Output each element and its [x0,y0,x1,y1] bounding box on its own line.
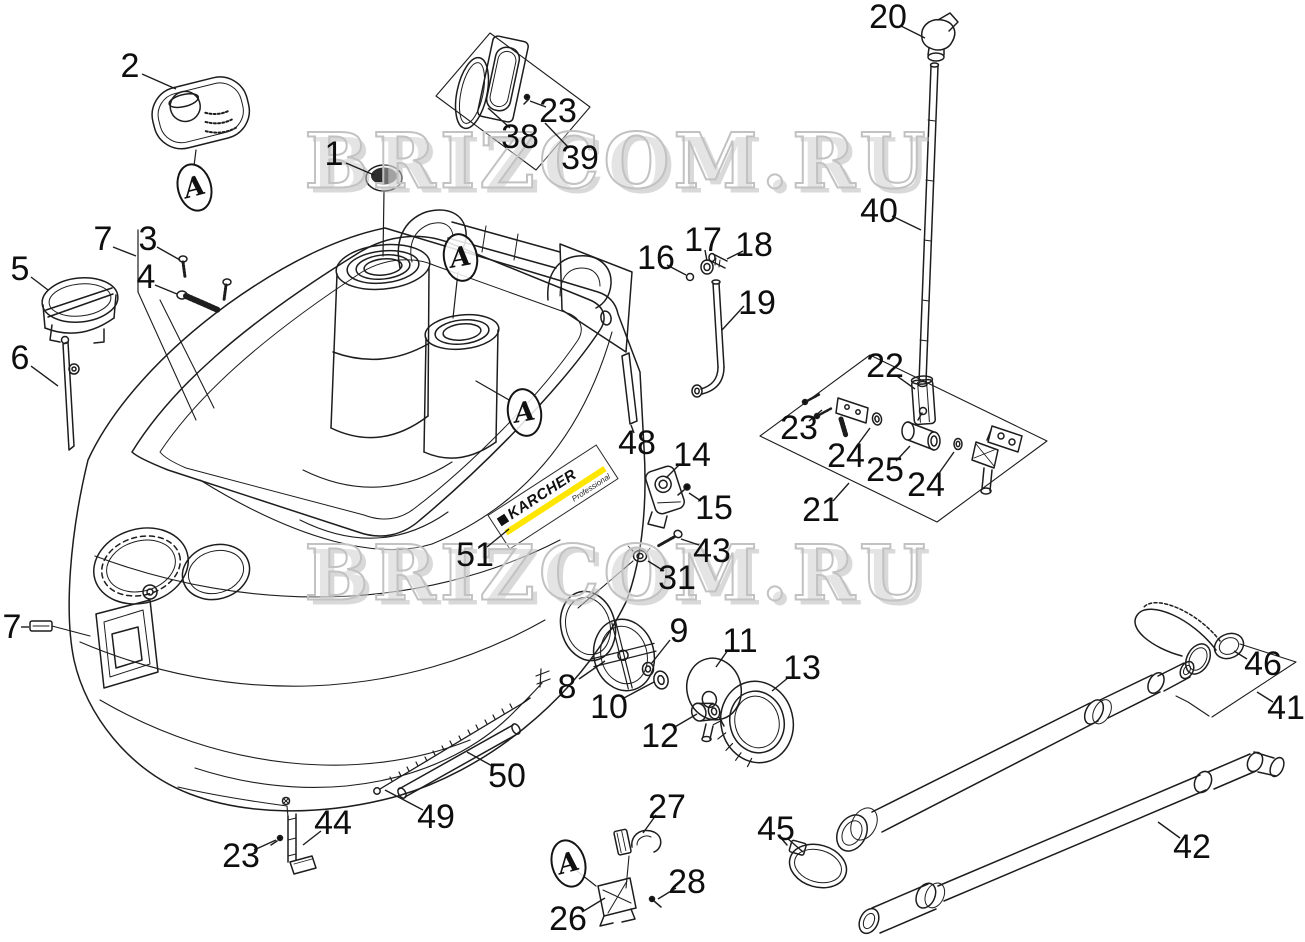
part-label-15: 15 [695,489,733,527]
leader-line-7 [112,246,137,257]
leader-line-6 [30,365,59,387]
leader-line-21 [832,482,850,502]
part-label-10: 10 [590,688,628,726]
leader-line-8 [578,660,606,680]
part-label-3: 3 [138,220,158,258]
part-label-51: 51 [456,536,494,574]
leader-line-31 [647,560,665,572]
watermark: BRIZCOM.RU [303,528,930,619]
part-label-2: 2 [120,47,140,85]
part-label-9: 9 [669,612,689,650]
leader-line-49 [384,789,424,811]
leader-line-20 [900,25,926,39]
leader-line-14 [665,463,681,479]
part-label-27: 27 [648,788,686,826]
part-label-7: 7 [93,220,113,258]
leader-line-18 [726,250,744,260]
leader-line-24 [936,451,955,477]
part-label-14: 14 [673,436,711,474]
leader-line-12 [672,713,698,729]
leader-line-46 [1233,650,1248,660]
leader-line-26 [581,897,606,913]
leader-line-5 [30,276,49,291]
leader-line-41 [1256,691,1274,703]
leader-line-15 [688,492,702,502]
leader-line-44 [302,830,322,846]
leader-line-27 [642,814,657,834]
leader-line-23 [808,409,823,422]
leader-line-2 [141,73,177,90]
leader-line-40 [891,215,922,231]
part-label-28: 28 [668,863,706,901]
part-label-44: 44 [314,804,352,842]
leader-line-28 [657,887,677,900]
part-label-43: 43 [693,532,731,570]
leader-line-22 [896,375,916,390]
part-label-46: 46 [1244,645,1282,683]
leader-line-3 [156,246,181,261]
part-label-38: 38 [501,118,539,156]
part-label-23: 23 [539,92,577,130]
leader-line-45 [786,837,804,853]
leader-line-13 [771,676,790,692]
leader-line-17 [704,249,708,262]
leader-line-10 [621,681,655,700]
part-label-21: 21 [802,491,840,529]
leader-line-51 [486,528,510,548]
part-label-20: 20 [869,0,907,36]
leader-line-19 [721,305,745,331]
part-label-49: 49 [417,798,455,836]
part-label-26: 26 [549,900,587,938]
leader-line-25 [895,445,911,462]
leader-line-50 [466,751,495,768]
leader-line-4 [154,284,178,295]
part-label-39: 39 [561,139,599,177]
part-label-7: 7 [2,608,22,646]
part-label-18: 18 [735,226,773,264]
leader-line-16 [666,264,687,276]
part-label-45: 45 [757,810,795,848]
watermark: BRIZCOM.RU [303,116,930,207]
leader-line-48 [630,424,635,434]
part-label-50: 50 [488,757,526,795]
part-label-40: 40 [860,192,898,230]
part-label-19: 19 [738,284,776,322]
part-label-25: 25 [866,451,904,489]
part-label-11: 11 [722,622,758,660]
part-label-31: 31 [658,559,696,597]
part-label-24: 24 [827,437,865,475]
leader-line-38 [487,107,511,129]
part-label-8: 8 [557,668,577,706]
part-label-1: 1 [324,135,344,173]
leader-line-23 [253,839,277,851]
part-label-23: 23 [222,837,260,875]
part-label-12: 12 [641,717,679,755]
part-label-23: 23 [780,409,818,447]
leader-line-42 [1157,821,1181,839]
part-label-4: 4 [136,258,156,296]
part-label-13: 13 [783,649,821,687]
part-label-41: 41 [1267,689,1305,727]
leader-line-24 [855,427,871,448]
part-label-22: 22 [866,347,904,385]
part-label-5: 5 [10,250,30,288]
leader-line-9 [650,639,671,665]
leader-line-39 [544,122,570,149]
part-label-42: 42 [1173,828,1211,866]
part-label-16: 16 [637,239,675,277]
leader-line-1 [345,162,375,176]
leader-line-11 [715,649,729,668]
leader-line-43 [680,538,700,546]
part-label-48: 48 [618,424,656,462]
leader-line-23 [529,100,547,108]
part-label-24: 24 [907,466,945,504]
part-label-17: 17 [684,221,722,259]
part-label-6: 6 [10,339,30,377]
